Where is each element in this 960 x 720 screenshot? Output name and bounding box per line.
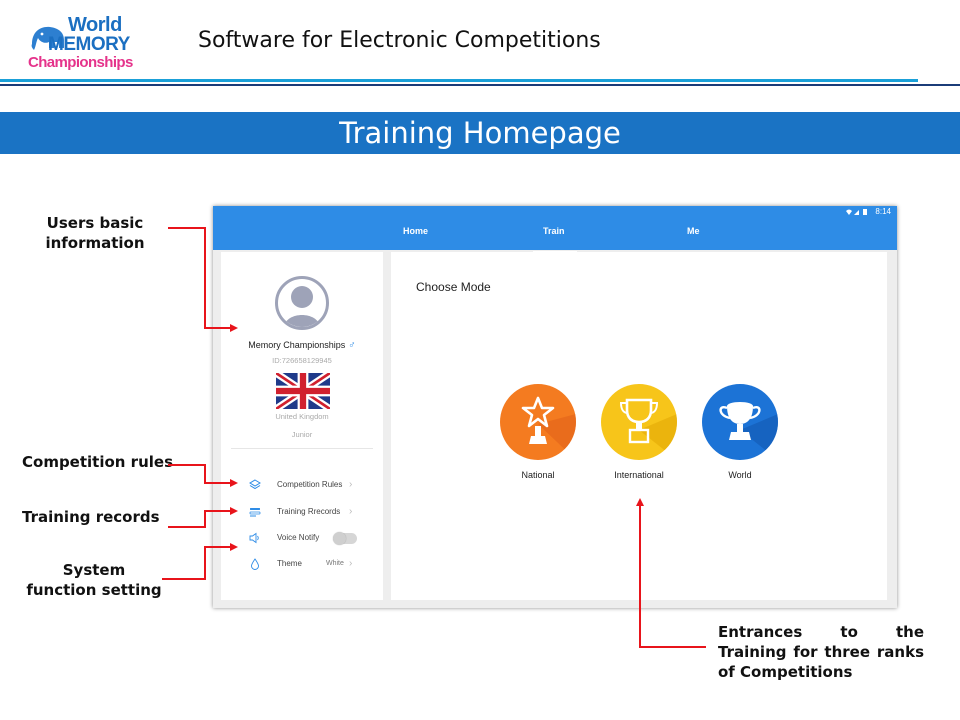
chevron-right-icon: › — [349, 479, 353, 490]
international-circle — [601, 384, 677, 460]
chevron-right-icon: › — [349, 506, 353, 517]
header-rule-dark — [0, 84, 960, 86]
elephant-icon — [31, 26, 64, 50]
user-silhouette-icon — [284, 286, 320, 327]
male-icon: ♂ — [348, 340, 356, 351]
section-banner: Training Homepage — [0, 112, 960, 154]
profile-divider — [231, 448, 373, 449]
status-bar: 8:14 — [213, 206, 897, 218]
arrow-entrances — [636, 498, 706, 648]
world-memory-championships-logo: World MEMORY Championships — [26, 14, 133, 76]
mode-national-label: National — [521, 470, 555, 480]
menu-theme[interactable]: Theme White › — [221, 554, 383, 574]
top-nav-bar: Home Train Me — [213, 218, 897, 253]
status-time: 8:14 — [875, 207, 891, 216]
status-icons — [846, 208, 868, 215]
annotation-users-basic-info: Users basic information — [45, 214, 145, 252]
droplet-icon — [251, 558, 259, 570]
annotation-system-function: System function setting — [26, 561, 162, 599]
uk-flag-icon — [276, 373, 330, 409]
user-country: United Kingdom — [275, 412, 329, 421]
user-level: Junior — [291, 430, 313, 439]
choose-mode-heading: Choose Mode — [416, 280, 491, 294]
annotation-competition-rules: Competition rules — [22, 453, 174, 471]
header-rule-light — [0, 79, 918, 82]
arrow-system-function — [162, 543, 238, 580]
arrow-competition-rules — [168, 464, 238, 487]
tab-me[interactable]: Me — [687, 226, 700, 236]
menu-theme-label: Theme — [277, 559, 302, 568]
annotation-training-records: Training records — [22, 508, 160, 526]
menu-training-records-label: Training Rrecords — [277, 507, 341, 516]
toggle-knob — [333, 532, 346, 545]
menu-theme-value: White — [326, 560, 344, 567]
arrow-users-info — [168, 227, 238, 332]
menu-competition-rules-label: Competition Rules — [277, 480, 343, 489]
mode-world-button[interactable]: World — [701, 384, 779, 480]
menu-voice-notify-label: Voice Notify — [277, 533, 320, 542]
speaker-icon — [249, 532, 259, 544]
list-icon — [249, 508, 261, 517]
slide-title: Software for Electronic Competitions — [198, 28, 601, 53]
menu-training-records[interactable]: Training Rrecords › — [221, 502, 383, 522]
mode-international-button[interactable]: International — [600, 384, 678, 480]
avatar[interactable] — [275, 276, 329, 330]
mode-world-label: World — [728, 470, 752, 480]
user-name: Memory Championships♂ — [221, 340, 383, 351]
logo-line-championships: Championships — [28, 54, 133, 71]
profile-panel: Memory Championships♂ ID:726658129945 Un… — [221, 252, 383, 600]
chevron-right-icon: › — [349, 558, 353, 569]
mode-national-button[interactable]: National — [499, 384, 577, 480]
logo-line-memory: MEMORY — [48, 34, 130, 55]
user-name-text: Memory Championships — [248, 340, 346, 350]
logo-line-world: World — [68, 14, 122, 36]
arrow-training-records — [168, 507, 238, 528]
layers-icon — [249, 479, 261, 490]
user-id: ID:726658129945 — [272, 356, 332, 365]
mode-international-label: International — [614, 470, 664, 480]
tab-home[interactable]: Home — [403, 226, 429, 236]
menu-competition-rules[interactable]: Competition Rules › — [221, 475, 383, 495]
voice-notify-toggle[interactable] — [333, 532, 357, 545]
menu-voice-notify: Voice Notify — [221, 528, 383, 548]
tab-train[interactable]: Train — [543, 226, 565, 236]
annotation-entrances: Entrances to the Training for three rank… — [718, 623, 924, 681]
